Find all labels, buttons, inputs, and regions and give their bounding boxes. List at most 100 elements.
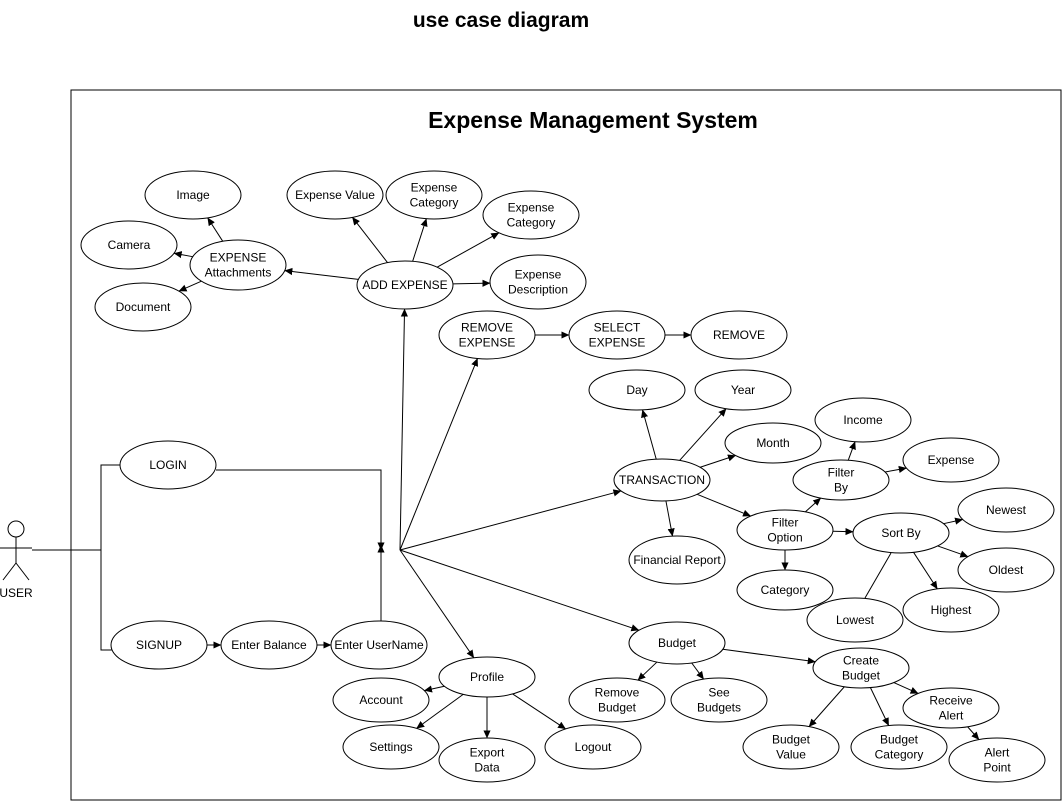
use-case-label: REMOVE xyxy=(461,321,513,335)
edges xyxy=(32,217,980,740)
edge-budget-to-remove-budget xyxy=(637,661,658,681)
edge-filter-by-to-expense xyxy=(884,465,907,474)
use-case-label: Option xyxy=(767,531,802,545)
use-case-label: Budget xyxy=(598,701,637,715)
use-case-label: EXPENSE xyxy=(589,336,646,350)
use-case-label: Month xyxy=(756,436,789,450)
use-case-shape xyxy=(957,487,1055,533)
use-case-label: Alert xyxy=(939,709,964,723)
use-case-label: REMOVE xyxy=(713,328,765,342)
use-case-expense: Expense xyxy=(902,437,1000,483)
use-case-label: Category xyxy=(410,196,459,210)
use-case-shape xyxy=(736,509,834,551)
edge-filter-option-to-filter-by xyxy=(804,497,822,513)
edge-add-expense-to-attachments xyxy=(284,267,359,280)
edge-attachments-to-document xyxy=(178,280,202,292)
use-case-label: Category xyxy=(875,748,924,762)
use-case-label: See xyxy=(708,686,730,700)
use-case-label: Budget xyxy=(772,733,811,747)
use-case-label: LOGIN xyxy=(149,458,186,472)
edge-add-expense-to-expense-value xyxy=(352,217,388,263)
edge-transaction-to-day xyxy=(641,409,657,460)
page-title: use case diagram xyxy=(413,9,589,32)
use-case-shape xyxy=(902,437,1000,483)
use-case-label: Sort By xyxy=(881,526,920,540)
edge-hub-to-remove-expense xyxy=(399,358,478,551)
use-case-shape xyxy=(902,587,1000,633)
use-case-label: Filter xyxy=(828,466,855,480)
edge-hub-to-add-expense xyxy=(399,308,409,551)
edge-profile-to-settings xyxy=(416,693,464,729)
use-case-label: Budgets xyxy=(697,701,741,715)
use-case-shape xyxy=(189,239,287,291)
use-case-label: Budget xyxy=(658,636,697,650)
edge-filter-option-to-sort-by xyxy=(832,527,854,536)
use-case-shape xyxy=(220,620,318,670)
use-case-add-expense: ADD EXPENSE xyxy=(356,260,454,310)
use-case-shape xyxy=(119,440,217,490)
actor-left-leg xyxy=(2,562,17,581)
use-case-signup: SIGNUP xyxy=(110,620,208,670)
use-case-label: Expense Value xyxy=(295,188,375,202)
use-case-financial-report: Financial Report xyxy=(628,535,726,585)
use-case-label: Budget xyxy=(880,733,919,747)
use-case-label: Receive xyxy=(929,694,973,708)
use-case-sort-by: Sort By xyxy=(852,512,950,554)
use-case-label: By xyxy=(834,481,848,495)
use-case-logout: Logout xyxy=(544,724,642,770)
use-case-label: Settings xyxy=(369,740,412,754)
use-case-label: Create xyxy=(843,654,879,668)
use-case-label: Day xyxy=(626,383,647,397)
use-case-label: SIGNUP xyxy=(136,638,182,652)
use-case-label: Expense xyxy=(515,268,562,282)
use-case-transaction: TRANSACTION xyxy=(613,458,711,502)
use-case-shape xyxy=(850,724,948,770)
actor-right-leg xyxy=(15,562,30,581)
use-case-shape xyxy=(144,170,242,220)
use-case-income: Income xyxy=(814,397,912,443)
use-case-label: SELECT xyxy=(594,321,641,335)
edge-attachments-to-camera xyxy=(173,251,193,259)
use-case-shape xyxy=(94,282,192,332)
edge-hub-to-profile xyxy=(399,549,475,659)
use-case-label: ADD EXPENSE xyxy=(362,278,447,292)
use-case-label: Financial Report xyxy=(633,553,721,567)
use-case-label: Description xyxy=(508,283,568,297)
use-case-enter-username: Enter UserName xyxy=(330,620,428,670)
use-case-shape xyxy=(694,369,792,411)
use-case-image: Image xyxy=(144,170,242,220)
use-case-shape xyxy=(438,737,536,783)
edge-create-budget-to-budget-category xyxy=(869,687,890,726)
use-case-shape xyxy=(613,458,711,502)
edge-sort-by-to-lowest xyxy=(864,552,892,599)
edge-add-expense-to-expense-description xyxy=(452,279,491,287)
use-case-label: Point xyxy=(983,761,1011,775)
use-case-month: Month xyxy=(724,422,822,464)
use-case-shape xyxy=(806,597,904,643)
use-case-shape xyxy=(792,459,890,501)
edge-hub-to-transaction xyxy=(399,489,622,551)
edge-transaction-to-month xyxy=(700,454,736,468)
use-case-nodes: ImageCameraDocumentEXPENSEAttachmentsExp… xyxy=(80,170,1055,783)
use-case-camera: Camera xyxy=(80,220,178,270)
use-case-shape xyxy=(690,310,788,360)
actor-label: USER xyxy=(0,586,33,600)
edge-receive-alert-to-alert-point xyxy=(967,726,980,740)
use-case-label: Image xyxy=(176,188,210,202)
use-case-shape xyxy=(286,170,384,220)
use-case-label: Expense xyxy=(508,201,555,215)
use-case-label: Alert xyxy=(985,746,1010,760)
edge-hub-to-budget xyxy=(399,549,640,632)
use-case-shape xyxy=(330,620,428,670)
